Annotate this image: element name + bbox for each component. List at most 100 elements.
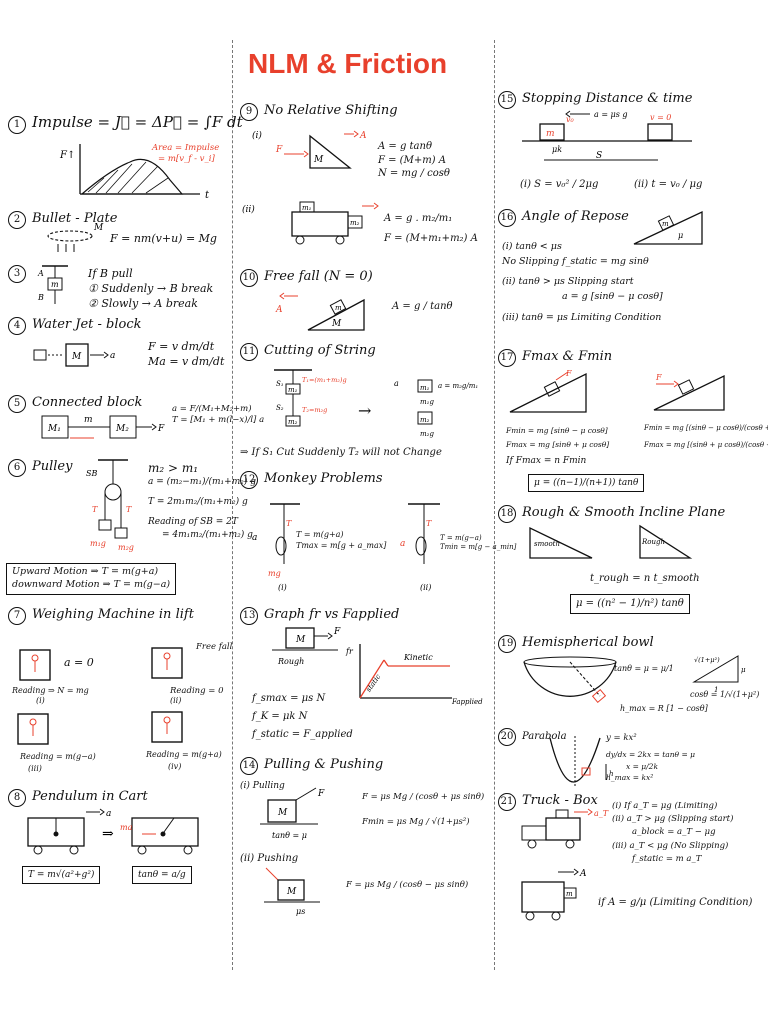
- tension-mid: T₂=m₂g: [302, 406, 327, 414]
- impulse-area-note-2: = m[v_f - v_i]: [158, 154, 215, 164]
- rough-block-diagram: M F Rough: [272, 627, 341, 666]
- bowl-l3: h_max = R [1 − cosθ]: [620, 704, 708, 713]
- lift-case-2-reading: Reading = 0: [170, 686, 224, 696]
- graph-kinetic: Kinetic: [403, 653, 433, 662]
- fmax-fmin-diagram-1: F: [509, 369, 587, 413]
- section-string-break: 3: [8, 265, 228, 283]
- graph-y-axis: fr: [345, 647, 354, 656]
- upward-motion-line: Upward Motion ⇒ T = m(g+a): [12, 566, 159, 577]
- push-force-f: F: [275, 145, 283, 155]
- section-number: 8: [8, 789, 26, 807]
- section-heading: Pendulum in Cart: [32, 789, 148, 804]
- bowl-tri-base: 1: [714, 686, 718, 694]
- section-heading: Water Jet - block: [32, 317, 142, 332]
- pushing-eq: F = μs Mg / (cosθ − μs sinθ): [346, 880, 469, 890]
- section-heading: Connected block: [32, 395, 143, 410]
- monkey-case-2: T a (ii): [400, 503, 440, 592]
- section-number: 2: [8, 211, 26, 229]
- pulling-block: M: [277, 808, 288, 818]
- truck-box-m: m: [566, 890, 573, 898]
- graph-force: F: [333, 627, 341, 637]
- parabola-curve: y = kx²: [606, 733, 637, 743]
- parabola-diagram: h: [549, 736, 614, 786]
- fmax-fmin-diagram-2: F: [653, 373, 725, 411]
- section-number: 19: [498, 635, 516, 653]
- section-heading: No Relative Shifting: [264, 103, 398, 118]
- impulse-area-note-1: Area = Impulse: [151, 143, 219, 153]
- parabola-h: h: [609, 770, 614, 778]
- bowl-l2: cosθ = 1/√(1+μ²): [690, 690, 760, 699]
- monkey-eq1: T = m(g+a): [296, 530, 344, 539]
- string-break-line3: ② Slowly → A break: [88, 296, 198, 310]
- section-number: 11: [240, 343, 258, 361]
- pulling-force: F: [317, 789, 325, 799]
- parabola-l2: x = μ/2k: [626, 761, 658, 771]
- monkey-mg-1: mg: [268, 569, 281, 578]
- impulse-axis-x: t: [205, 190, 210, 201]
- lift-case-2-accel: Free fall: [196, 642, 233, 652]
- section-heading: Cutting of String: [264, 343, 376, 358]
- lift-case-4-label: (iv): [168, 762, 182, 771]
- fbd-m1: m₁: [420, 384, 430, 392]
- cart-accel: a: [106, 809, 111, 819]
- section-number: 16: [498, 209, 516, 227]
- section-number: 5: [8, 395, 26, 413]
- repose-l2: No Slipping f_static = mg sinθ: [502, 255, 649, 267]
- monkey-t-2: T: [426, 519, 432, 528]
- section-number: 17: [498, 349, 516, 367]
- section-heading: Truck - Box: [522, 793, 598, 808]
- fmin-force: F: [565, 369, 572, 378]
- monkey-case-label-1: (i): [278, 583, 287, 592]
- fmm-l1: Fmin = mg [sinθ − μ cosθ]: [506, 426, 608, 435]
- section-heading: Rough & Smooth Incline Plane: [522, 505, 726, 520]
- stopping-s: S: [596, 151, 602, 161]
- shifting-eq5: F = (M+m₁+m₂) A: [384, 232, 478, 244]
- monkey-eq4: Tmin = m[g − a_min]: [440, 543, 517, 552]
- section-heading: Parabola: [522, 731, 567, 742]
- lift-case-1-label: (i): [36, 696, 45, 705]
- rough-smooth-box: μ = ((n² − 1)/n²) tanθ: [570, 594, 690, 614]
- column-divider-left: [232, 40, 233, 970]
- label-m: m: [51, 280, 59, 289]
- section-heading: Bullet - Plate: [32, 211, 118, 226]
- monkey-case-label-2: (ii): [420, 583, 431, 592]
- repose-l4: a = g [sinθ − μ cosθ]: [562, 291, 663, 303]
- lift-case-2: [151, 647, 183, 679]
- truck-diagram-1: a_T: [521, 808, 609, 849]
- bullet-plate-diagram: M: [47, 223, 104, 252]
- repose-l1: (i) tanθ < μs: [502, 241, 562, 252]
- block-m2: M₂: [115, 424, 129, 434]
- pulley-eq2: T = 2m₁m₂/(m₁+m₂) g: [148, 497, 248, 508]
- pushing-mu: μs: [296, 907, 305, 916]
- pulling-eq1: F = μs Mg / (cosθ + μs sinθ): [362, 792, 485, 802]
- tension-label-left: T: [92, 505, 98, 514]
- stopping-v0: v₀: [566, 115, 575, 124]
- section-number: 1: [8, 116, 26, 134]
- label-b: B: [37, 293, 44, 302]
- bowl-l1: tanθ = μ = μ/1: [614, 664, 674, 673]
- bowl-triangle: √(1+μ²) μ 1: [692, 655, 746, 694]
- section-number: 14: [240, 757, 258, 775]
- fbd-m2: m₂: [420, 416, 430, 424]
- monkey-a-2: a: [400, 539, 405, 549]
- section-number: 15: [498, 91, 516, 109]
- free-fall-accel: A: [275, 305, 283, 315]
- shifting-case-2-diagram: (ii) m₁ m₂: [242, 201, 379, 245]
- water-jet-block: M: [71, 352, 82, 362]
- friction-vs-applied-graph: fr static Kinetic Fapplied: [345, 644, 483, 706]
- pulling-diagram: M F tanθ = μ: [260, 787, 325, 840]
- section-heading: Stopping Distance & time: [522, 91, 693, 106]
- graph-static: static: [365, 673, 383, 694]
- friction-eq2: f_K = μk N: [252, 711, 308, 722]
- stopping-eq2: (ii) t = v₀ / μg: [634, 179, 703, 190]
